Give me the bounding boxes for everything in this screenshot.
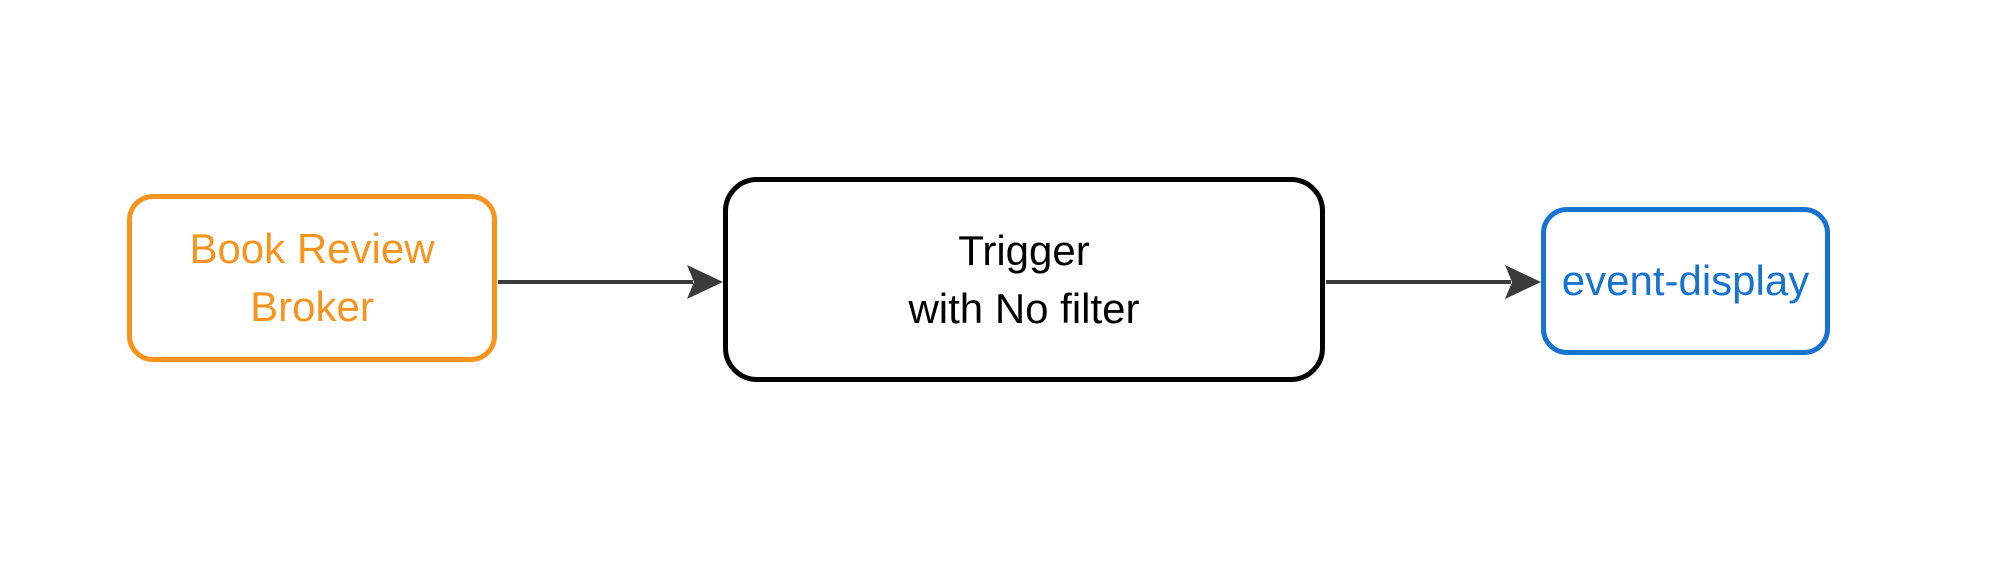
arrow-trigger-to-event-display [1326, 265, 1541, 299]
node-label-line: Broker [250, 283, 374, 330]
node-label-line: Trigger [958, 226, 1090, 274]
node-label-line: event-display [1561, 257, 1810, 304]
arrowhead-icon [1505, 265, 1541, 299]
node-book-review-broker: Book Review Broker [127, 194, 497, 362]
node-label-line: with No filter [908, 284, 1140, 332]
node-label-line: Book Review [189, 225, 435, 272]
arrow-broker-to-trigger [498, 265, 723, 299]
node-event-display: event-display [1541, 207, 1830, 355]
node-trigger-with-no-filter: Trigger with No filter [723, 177, 1325, 382]
arrowhead-icon [687, 265, 723, 299]
